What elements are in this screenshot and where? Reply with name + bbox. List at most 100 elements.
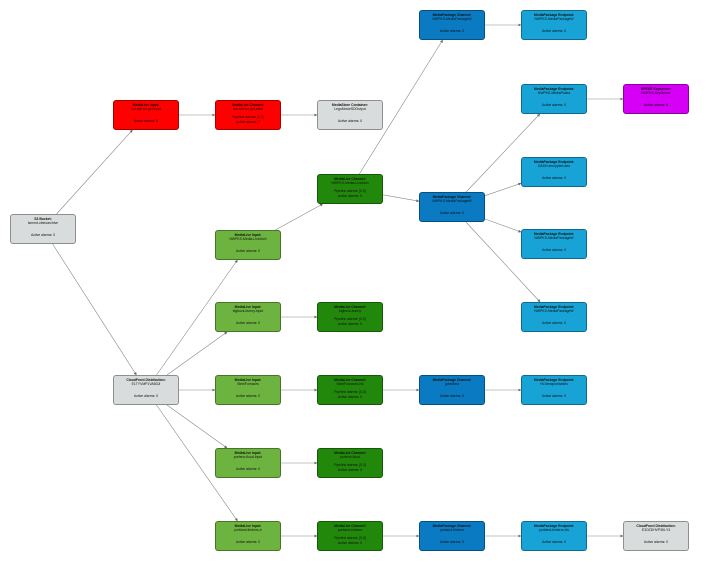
spacer bbox=[216, 459, 280, 467]
node-mp-endpoint-top[interactable]: MediaPackage Endpoint:NWPKS-MediaPackage… bbox=[521, 10, 587, 40]
edge-s3_bucket-to-ml_input_red bbox=[56, 129, 133, 215]
node-title: SPEKE Keyserver: bbox=[641, 87, 671, 91]
node-active-alarms: Active alarms: 7 bbox=[235, 119, 261, 124]
node-resource-name: portland-timbers bbox=[439, 528, 465, 533]
node-mp-endpoint-3[interactable]: MediaPackage Endpoint:NWPKS-MediaPackage… bbox=[521, 229, 587, 259]
node-mp-channel-main[interactable]: MediaPackage Channel:NWPKS-MediaPackageW… bbox=[419, 192, 485, 222]
node-active-alarms: Active alarms: 0 bbox=[235, 467, 261, 472]
node-active-alarms: Active alarms: 0 bbox=[337, 193, 363, 198]
edge-mp_channel_main-to-mp_endpoint_1 bbox=[465, 113, 541, 193]
spacer bbox=[624, 532, 688, 540]
node-resource-name: porfeno-flood-input bbox=[233, 455, 263, 460]
node-title: MediaLive Channel: bbox=[334, 451, 366, 455]
node-resource-name: NWPKS-MediaPackageW bbox=[534, 236, 574, 241]
edge-cloudfront_main-to-ml_input_4 bbox=[166, 404, 228, 449]
spacer bbox=[522, 21, 586, 29]
node-active-alarms: Active alarms: 0 bbox=[643, 540, 669, 545]
edge-mp_channel_main-to-mp_endpoint_2 bbox=[484, 182, 522, 196]
node-resource-name: NWPKS-MediaPackageW bbox=[432, 17, 472, 22]
node-resource-name: NWPKS-MediaPackageW bbox=[534, 17, 574, 22]
node-active-alarms: Active alarms: 0 bbox=[439, 211, 465, 216]
node-title: CloudFront Distribution: bbox=[636, 524, 676, 528]
node-resource-name: jpeedtest bbox=[445, 382, 459, 387]
node-title: MediaLive Input: bbox=[234, 451, 262, 455]
node-resource-name: porfeno-flood bbox=[340, 455, 360, 460]
node-active-alarms: Active alarms: 0 bbox=[133, 119, 159, 124]
edge-ml_channel_main-to-mp_channel_top bbox=[359, 39, 443, 175]
node-active-alarms: Active alarms: 0 bbox=[439, 394, 465, 399]
node-resource-name: NWPKS-KeyServer bbox=[641, 91, 671, 96]
node-title: MediaPackage Channel: bbox=[432, 13, 472, 17]
edge-cloudfront_main-to-ml_input_main bbox=[156, 259, 238, 376]
node-mp-endpoint-4[interactable]: MediaPackage Endpoint:NWPKS-MediaPackage… bbox=[521, 302, 587, 332]
edge-cloudfront_main-to-ml_input_5 bbox=[156, 404, 238, 522]
spacer bbox=[11, 225, 75, 233]
node-resource-name: HLSendpointvideo bbox=[540, 382, 568, 387]
node-title: MediaLive Channel: bbox=[334, 305, 366, 309]
spacer bbox=[624, 95, 688, 103]
node-active-alarms: Active alarms: 0 bbox=[337, 394, 363, 399]
node-resource-name: E3OZDHVP3KLY3 bbox=[641, 528, 671, 533]
node-title: MediaPackage Channel: bbox=[432, 524, 472, 528]
node-active-alarms: Active alarms: 0 bbox=[235, 394, 261, 399]
node-title: MediaLive Input: bbox=[234, 524, 262, 528]
node-mp-endpoint-2[interactable]: MediaPackage Endpoint:DASH-encrypted-aes… bbox=[521, 157, 587, 187]
spacer bbox=[522, 386, 586, 394]
node-title: MediaPackage Endpoint: bbox=[533, 160, 575, 164]
spacer bbox=[522, 532, 586, 540]
node-mp-endpoint-6[interactable]: MediaPackage Endpoint:portland-timbers-h… bbox=[521, 521, 587, 551]
node-title: MediaLive Input: bbox=[132, 103, 160, 107]
edge-mp_channel_main-to-mp_endpoint_3 bbox=[484, 218, 522, 233]
node-title: MediaLive Input: bbox=[234, 233, 262, 237]
node-active-alarms: Active alarms: 0 bbox=[235, 540, 261, 545]
node-title: MediaLive Input: bbox=[234, 378, 262, 382]
node-pipeline-alarms: Pipeline alarms: [0,0] bbox=[334, 390, 366, 395]
node-title: MediaLive Channel: bbox=[334, 378, 366, 382]
spacer bbox=[318, 111, 382, 119]
node-resource-name: NWPKS-Media-LiveArch bbox=[229, 237, 267, 242]
node-title: MediaPackage Endpoint: bbox=[533, 13, 575, 17]
node-title: MediaPackage Endpoint: bbox=[533, 378, 575, 382]
node-active-alarms: Active alarms: 0 bbox=[439, 29, 465, 34]
node-resource-name: lsmmd-videoarchive bbox=[27, 221, 59, 226]
node-title: MediaPackage Endpoint: bbox=[533, 305, 575, 309]
node-resource-name: lsw-mirrorr-get-input bbox=[130, 107, 162, 112]
node-active-alarms: Active alarms: 0 bbox=[337, 540, 363, 545]
spacer bbox=[114, 386, 178, 394]
node-resource-name: E1TYVMP1VAB3JI bbox=[131, 382, 161, 387]
node-active-alarms: Active alarms: 0 bbox=[30, 233, 56, 238]
node-mp-channel-top[interactable]: MediaPackage Channel:NWPKS-MediaPackageW… bbox=[419, 10, 485, 40]
spacer bbox=[420, 532, 484, 540]
edge-cloudfront_main-to-ml_input_2 bbox=[166, 331, 228, 376]
spacer bbox=[420, 386, 484, 394]
node-active-alarms: Active alarms: 0 bbox=[643, 103, 669, 108]
node-resource-name: NWPKS-MediaPackageW bbox=[432, 199, 472, 204]
node-title: MediaLive Channel: bbox=[232, 103, 264, 107]
node-title: MediaPackage Endpoint: bbox=[533, 524, 575, 528]
node-title: MediaPackage Endpoint: bbox=[533, 232, 575, 236]
node-active-alarms: Active alarms: 0 bbox=[439, 540, 465, 545]
node-active-alarms: Active alarms: 0 bbox=[337, 119, 363, 124]
node-title: MediaLive Channel: bbox=[334, 177, 366, 181]
